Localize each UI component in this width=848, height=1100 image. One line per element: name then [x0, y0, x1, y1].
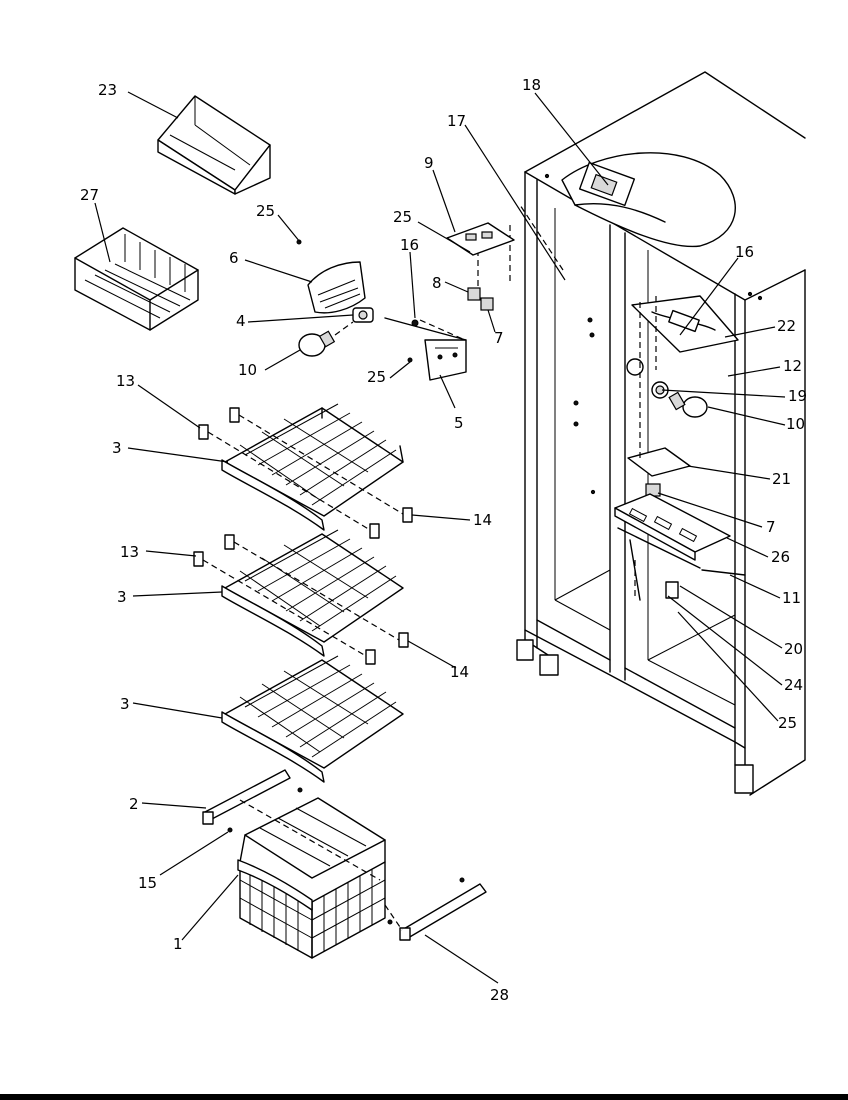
callout-8: 8 [432, 274, 442, 292]
callout-25-upper: 25 [393, 208, 412, 226]
callout-21: 21 [772, 470, 791, 488]
callout-3-lower: 3 [120, 695, 130, 713]
callout-13-lower: 13 [120, 543, 139, 561]
callout-19: 19 [788, 387, 807, 405]
part-1-basket [237, 797, 386, 959]
callout-10-right: 10 [786, 415, 805, 433]
callout-26: 26 [771, 548, 790, 566]
callout-20: 20 [784, 640, 803, 658]
part-2-rail [202, 769, 381, 881]
callout-25-mid: 25 [367, 368, 386, 386]
callout-24: 24 [784, 676, 803, 694]
dispenser-housing [561, 152, 736, 248]
bottom-border-rule [0, 1094, 848, 1100]
callout-28: 28 [490, 986, 509, 1004]
callout-3-upper: 3 [112, 439, 122, 457]
callout-23: 23 [98, 81, 117, 99]
callout-14-upper: 14 [473, 511, 492, 529]
part-28-rail [384, 877, 487, 941]
bracket-21 [627, 447, 691, 497]
callout-5: 5 [454, 414, 464, 432]
part-10-bulb-left [298, 321, 354, 357]
callout-14-lower: 14 [450, 663, 469, 681]
callout-16-right: 16 [735, 243, 754, 261]
shelf-clips [193, 407, 413, 665]
callout-11: 11 [782, 589, 801, 607]
bulb-assembly-right [626, 358, 708, 418]
part-23-ice-bin [157, 95, 271, 195]
part-6-light-cover [307, 261, 366, 314]
callout-25-right: 25 [778, 714, 797, 732]
callout-6: 6 [229, 249, 239, 267]
callout-17: 17 [447, 112, 466, 130]
callout-18: 18 [522, 76, 541, 94]
callout-25-top: 25 [256, 202, 275, 220]
callout-4: 4 [236, 312, 246, 330]
control-housing-26 [614, 493, 746, 601]
callout-10-left: 10 [238, 361, 257, 379]
part-3-shelf-1 [221, 403, 404, 531]
callout-7-upper: 7 [494, 329, 504, 347]
callout-12: 12 [783, 357, 802, 375]
leader-lines [94, 91, 786, 984]
callout-27: 27 [80, 186, 99, 204]
callout-1: 1 [173, 935, 183, 953]
callout-7-lower: 7 [766, 518, 776, 536]
callout-9: 9 [424, 154, 434, 172]
callout-15: 15 [138, 874, 157, 892]
part-4-socket [352, 307, 374, 323]
light-housing-22 [631, 295, 739, 353]
callout-labels: 23 27 25 6 4 10 25 5 16 25 9 8 7 17 18 1… [80, 76, 807, 1004]
callout-3-middle: 3 [117, 588, 127, 606]
part-8-connector [296, 239, 494, 363]
part-27-wire-rack [74, 227, 199, 331]
part-5-bracket [384, 317, 467, 381]
assembly-lines-cabinet [419, 204, 657, 600]
callout-16-left: 16 [400, 236, 419, 254]
part-9-bracket [446, 222, 515, 256]
callout-22: 22 [777, 317, 796, 335]
callout-2: 2 [129, 795, 139, 813]
part-3-shelf-2 [221, 529, 404, 657]
part-3-shelf-3 [221, 655, 404, 783]
callout-13-upper: 13 [116, 372, 135, 390]
